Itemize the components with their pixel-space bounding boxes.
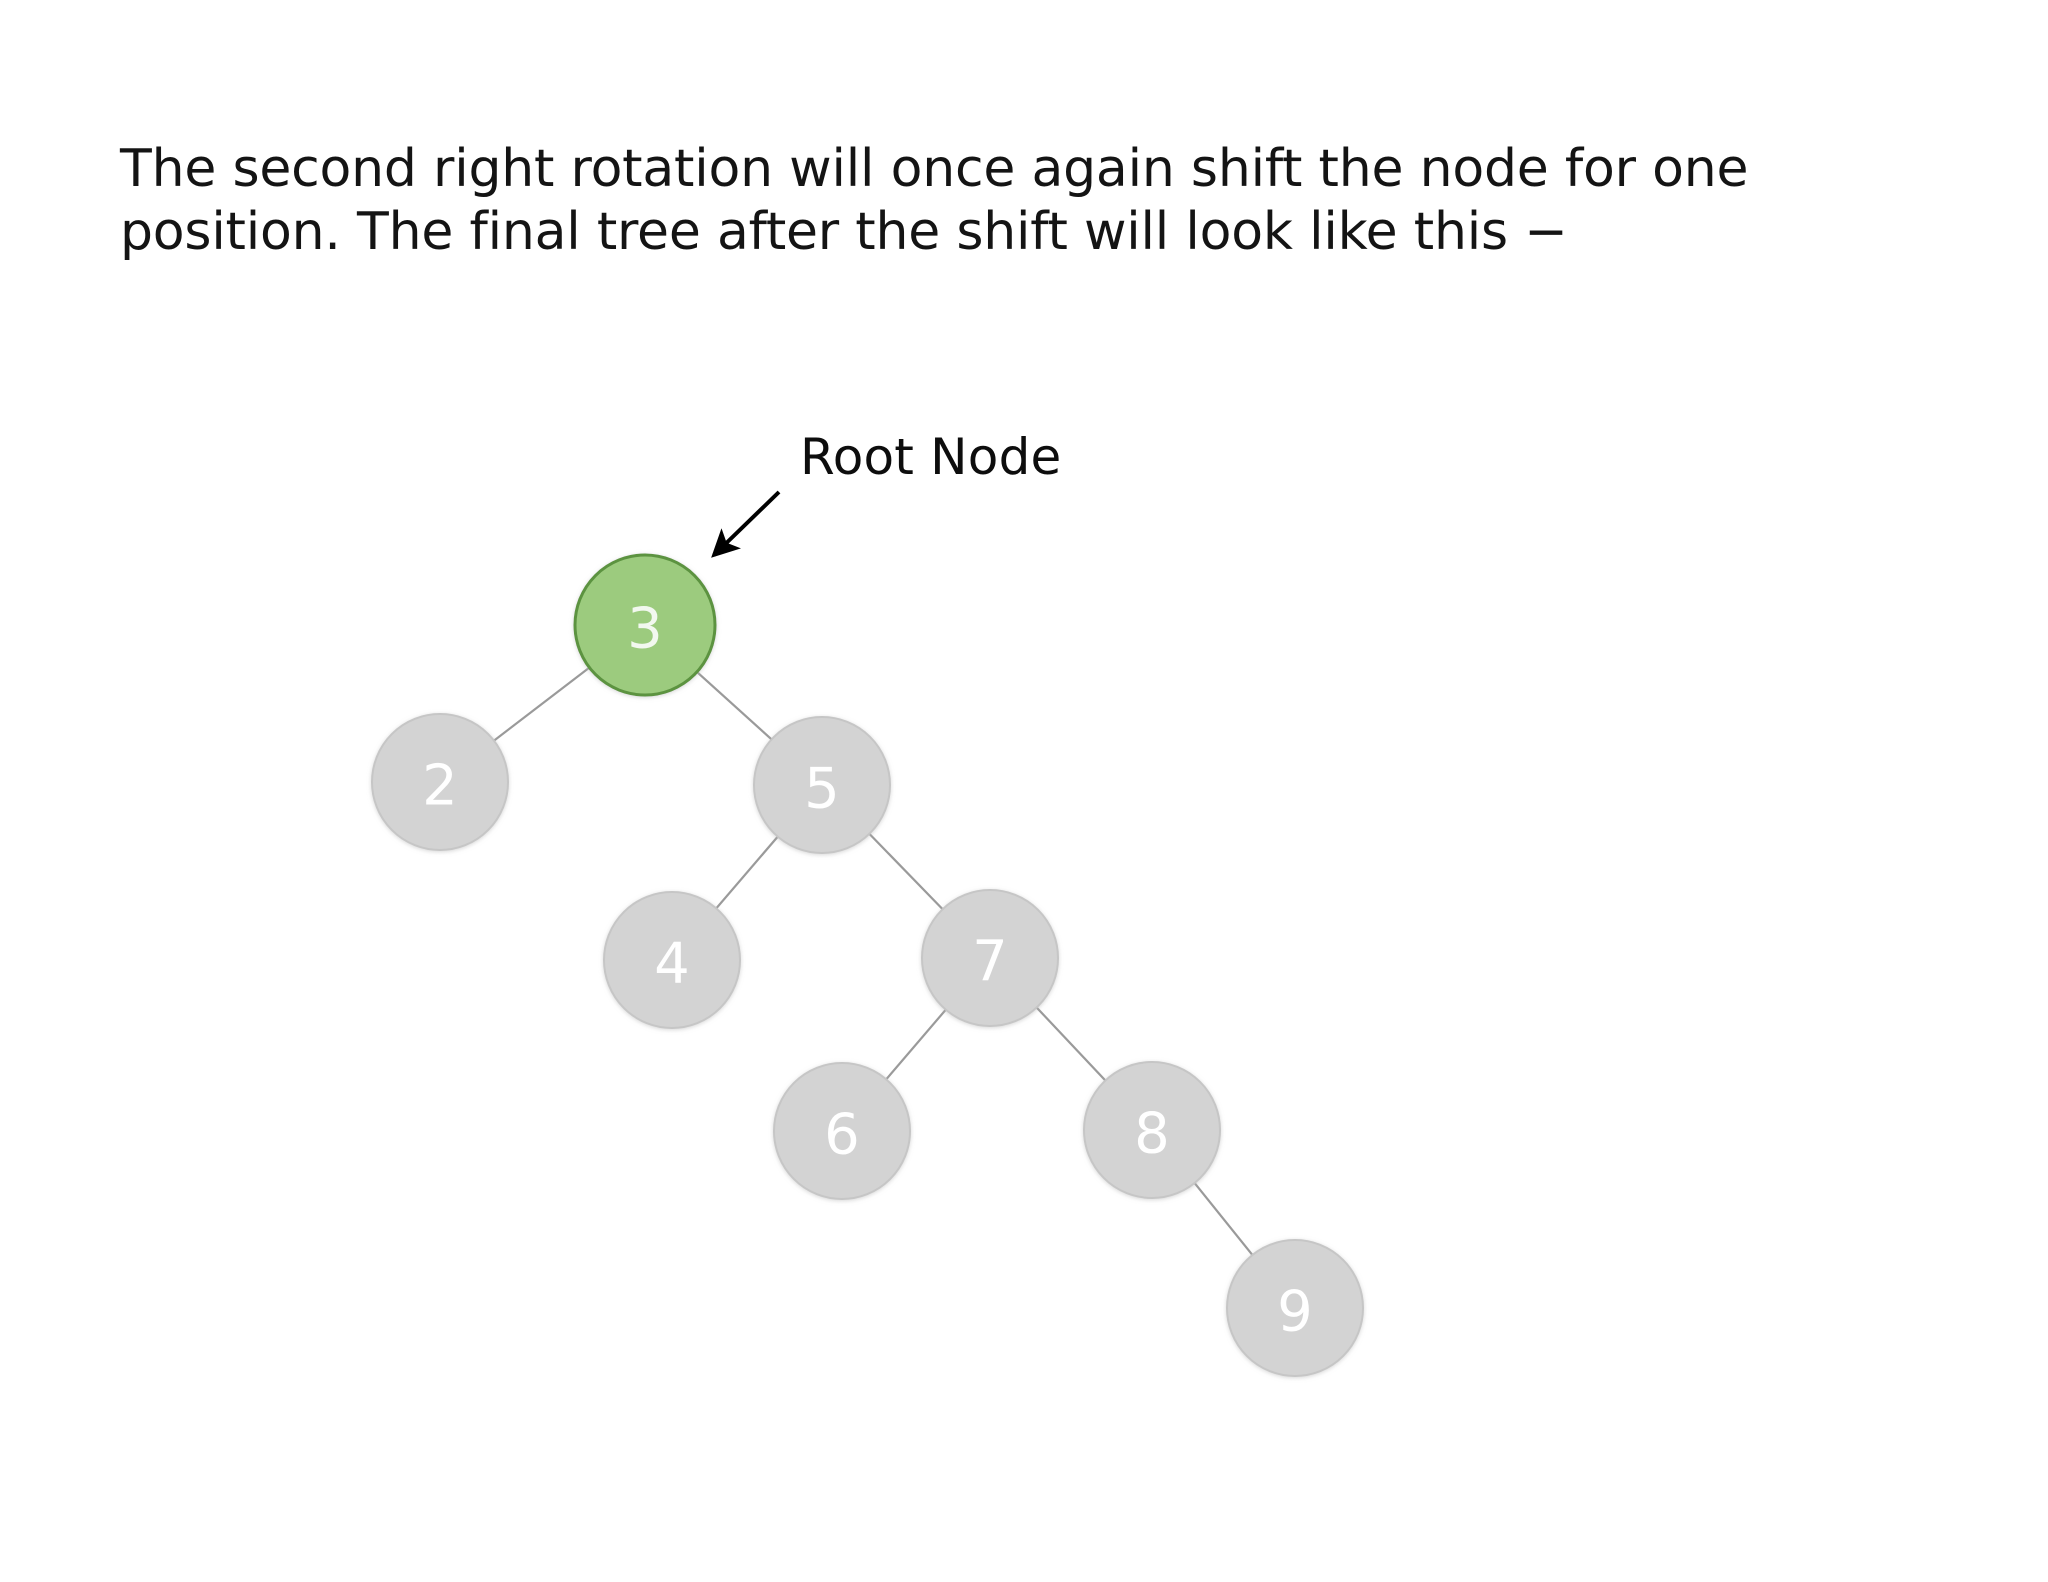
tree-node-8[interactable]: 8 [1083,1061,1221,1199]
tree-node-9[interactable]: 9 [1226,1239,1364,1377]
node-label-6: 6 [824,1103,860,1168]
node-label-2: 2 [422,754,458,819]
node-circle-2[interactable] [371,713,509,851]
tree-node-4[interactable]: 4 [603,891,741,1029]
node-circle-7[interactable] [921,889,1059,1027]
node-circle-6[interactable] [773,1062,911,1200]
node-circle-5[interactable] [753,716,891,854]
tree-edge-layer [439,624,1296,1309]
node-label-9: 9 [1277,1280,1313,1345]
node-circle-8[interactable] [1083,1061,1221,1199]
tree-node-3[interactable]: 3 [573,553,717,697]
node-label-4: 4 [654,932,690,997]
tree-node-6[interactable]: 6 [773,1062,911,1200]
node-label-7: 7 [972,930,1008,995]
root-node-annotation-label: Root Node [800,428,1062,486]
tree-node-layer: 3 2 5 4 7 [371,553,1364,1377]
node-label-3: 3 [627,597,663,662]
root-node-arrow-icon [711,490,781,558]
node-circle-4[interactable] [603,891,741,1029]
tree-node-5[interactable]: 5 [753,716,891,854]
node-circle-9[interactable] [1226,1239,1364,1377]
tree-node-2[interactable]: 2 [371,713,509,851]
page-intro-text: The second right rotation will once agai… [120,139,1765,263]
node-label-8: 8 [1134,1102,1170,1167]
tree-node-7[interactable]: 7 [921,889,1059,1027]
root-node-pointer [711,490,781,558]
node-label-5: 5 [804,757,840,822]
node-circle-3[interactable] [573,553,717,697]
